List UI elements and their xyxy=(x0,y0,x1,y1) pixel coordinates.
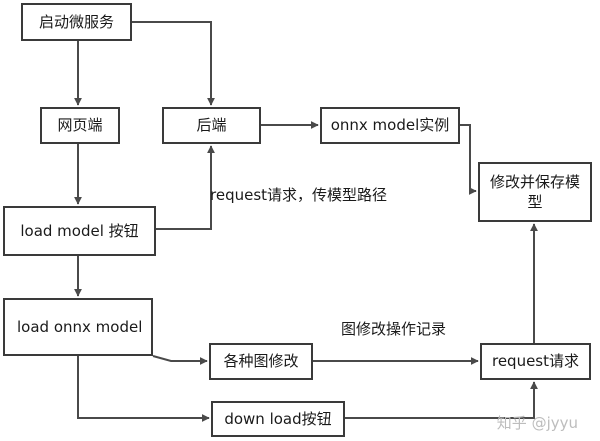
node-load-onnx-model: load onnx model xyxy=(3,298,153,356)
node-graph-edits: 各种图修改 xyxy=(209,343,313,380)
node-load-model-button: load model 按钮 xyxy=(3,206,156,256)
edge-onnx-to-save xyxy=(460,124,477,195)
edge-loadonnx-to-edits xyxy=(152,355,208,365)
edge-loadonnx-to-download xyxy=(77,356,210,422)
edge-loadbtn-to-backend xyxy=(156,145,215,230)
node-onnx-model-instance: onnx model实例 xyxy=(320,107,460,144)
node-web-frontend: 网页端 xyxy=(40,107,120,144)
edge-label-request-model-path: request请求，传模型路径 xyxy=(210,186,388,204)
watermark: 知乎 @jyyu xyxy=(496,414,578,432)
node-request: request请求 xyxy=(480,343,591,380)
node-download-button: down load按钮 xyxy=(211,401,345,437)
edge-start-to-backend xyxy=(132,21,215,106)
node-start-microservice: 启动微服务 xyxy=(21,3,132,41)
edge-download-to-request xyxy=(345,381,538,419)
node-backend: 后端 xyxy=(162,107,261,144)
node-modify-and-save-model: 修改并保存模型 xyxy=(478,162,592,222)
edge-label-edit-record: 图修改操作记录 xyxy=(341,320,447,338)
